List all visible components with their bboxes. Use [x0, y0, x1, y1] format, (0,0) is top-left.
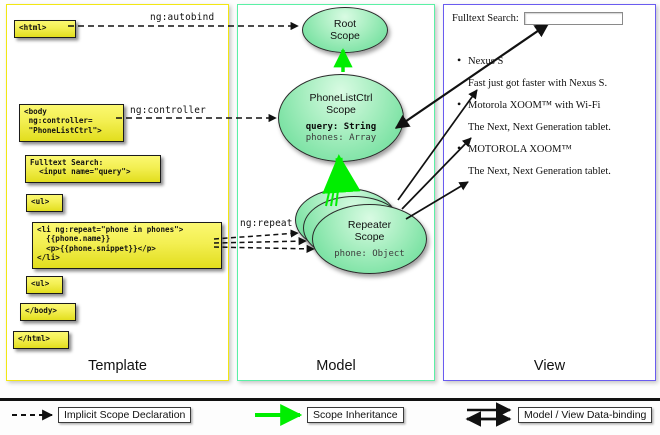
phone-snippet: The Next, Next Generation tablet. — [468, 166, 611, 177]
panel-template: Template — [6, 4, 229, 381]
view-content: Fulltext Search: Nexus S Fast just got f… — [452, 12, 648, 178]
legend-item-model-view-data-binding: Model / View Data-binding — [518, 407, 653, 423]
list-item[interactable]: Motorola XOOM™ with Wi-Fi The Next, Next… — [452, 98, 648, 134]
phone-list: Nexus S Fast just got faster with Nexus … — [452, 54, 648, 178]
code-box-body-close: </body> — [20, 303, 76, 321]
legend-item-implicit-scope-declaration: Implicit Scope Declaration — [58, 407, 192, 423]
panel-model-label: Model — [316, 358, 356, 374]
phone-name: Motorola XOOM™ with Wi-Fi — [452, 98, 648, 112]
connector-label-ng-controller: ng:controller — [130, 105, 206, 116]
code-box-li-repeat: <li ng:repeat="phone in phones"> {{phone… — [32, 222, 222, 269]
connector-label-ng-autobind: ng:autobind — [150, 12, 215, 23]
scope-root: Root Scope — [302, 7, 388, 53]
scope-repeater-properties: phone: Object — [334, 249, 404, 260]
legend-divider — [0, 398, 660, 401]
fulltext-search-row: Fulltext Search: — [452, 12, 648, 25]
legend: Implicit Scope Declaration Scope Inherit… — [0, 398, 660, 435]
code-box-ul-close: <ul> — [26, 276, 63, 294]
phone-name: Nexus S — [452, 54, 648, 68]
list-item[interactable]: Nexus S Fast just got faster with Nexus … — [452, 54, 648, 90]
code-box-fulltext: Fulltext Search: <input name="query"> — [25, 155, 161, 183]
scope-repeater-title-line1: Repeater — [347, 218, 392, 231]
connector-label-ng-repeat: ng:repeat — [240, 218, 293, 229]
scope-repeater: Repeater Scope phone: Object — [312, 204, 427, 274]
fulltext-search-label: Fulltext Search: — [452, 13, 519, 24]
legend-item-scope-inheritance: Scope Inheritance — [307, 407, 404, 423]
code-box-ul-open: <ul> — [26, 194, 63, 212]
scope-phonelistctrl-title-line1: PhoneListCtrl — [309, 92, 373, 104]
legend-label: Implicit Scope Declaration — [58, 407, 192, 423]
scope-property-query: query: String — [305, 122, 377, 132]
phone-snippet: The Next, Next Generation tablet. — [468, 122, 611, 133]
panel-template-label: Template — [88, 358, 147, 374]
scope-property-phone: phone: Object — [334, 248, 405, 259]
code-box-body-open: <body ng:controller= "PhoneListCtrl"> — [19, 104, 124, 142]
fulltext-search-input[interactable] — [523, 12, 623, 25]
phone-name: MOTOROLA XOOM™ — [452, 142, 648, 156]
scope-root-title-line1: Root — [333, 18, 357, 30]
code-box-html-open: <html> — [14, 20, 76, 38]
scope-root-title-line2: Scope — [330, 30, 360, 42]
scope-repeater-title-line2: Scope — [354, 230, 385, 243]
scope-property-phones: phones: Array — [305, 133, 377, 143]
code-box-html-close: </html> — [13, 331, 69, 349]
list-item[interactable]: MOTOROLA XOOM™ The Next, Next Generation… — [452, 142, 648, 178]
phone-snippet: Fast just got faster with Nexus S. — [468, 78, 608, 89]
legend-label: Scope Inheritance — [307, 407, 404, 423]
legend-label: Model / View Data-binding — [518, 407, 653, 423]
scope-phonelistctrl-properties: query: String phones: Array — [306, 122, 376, 144]
scope-phonelistctrl: PhoneListCtrl Scope query: String phones… — [278, 74, 404, 162]
scope-phonelistctrl-title-line2: Scope — [326, 104, 356, 116]
panel-view-label: View — [533, 358, 566, 374]
